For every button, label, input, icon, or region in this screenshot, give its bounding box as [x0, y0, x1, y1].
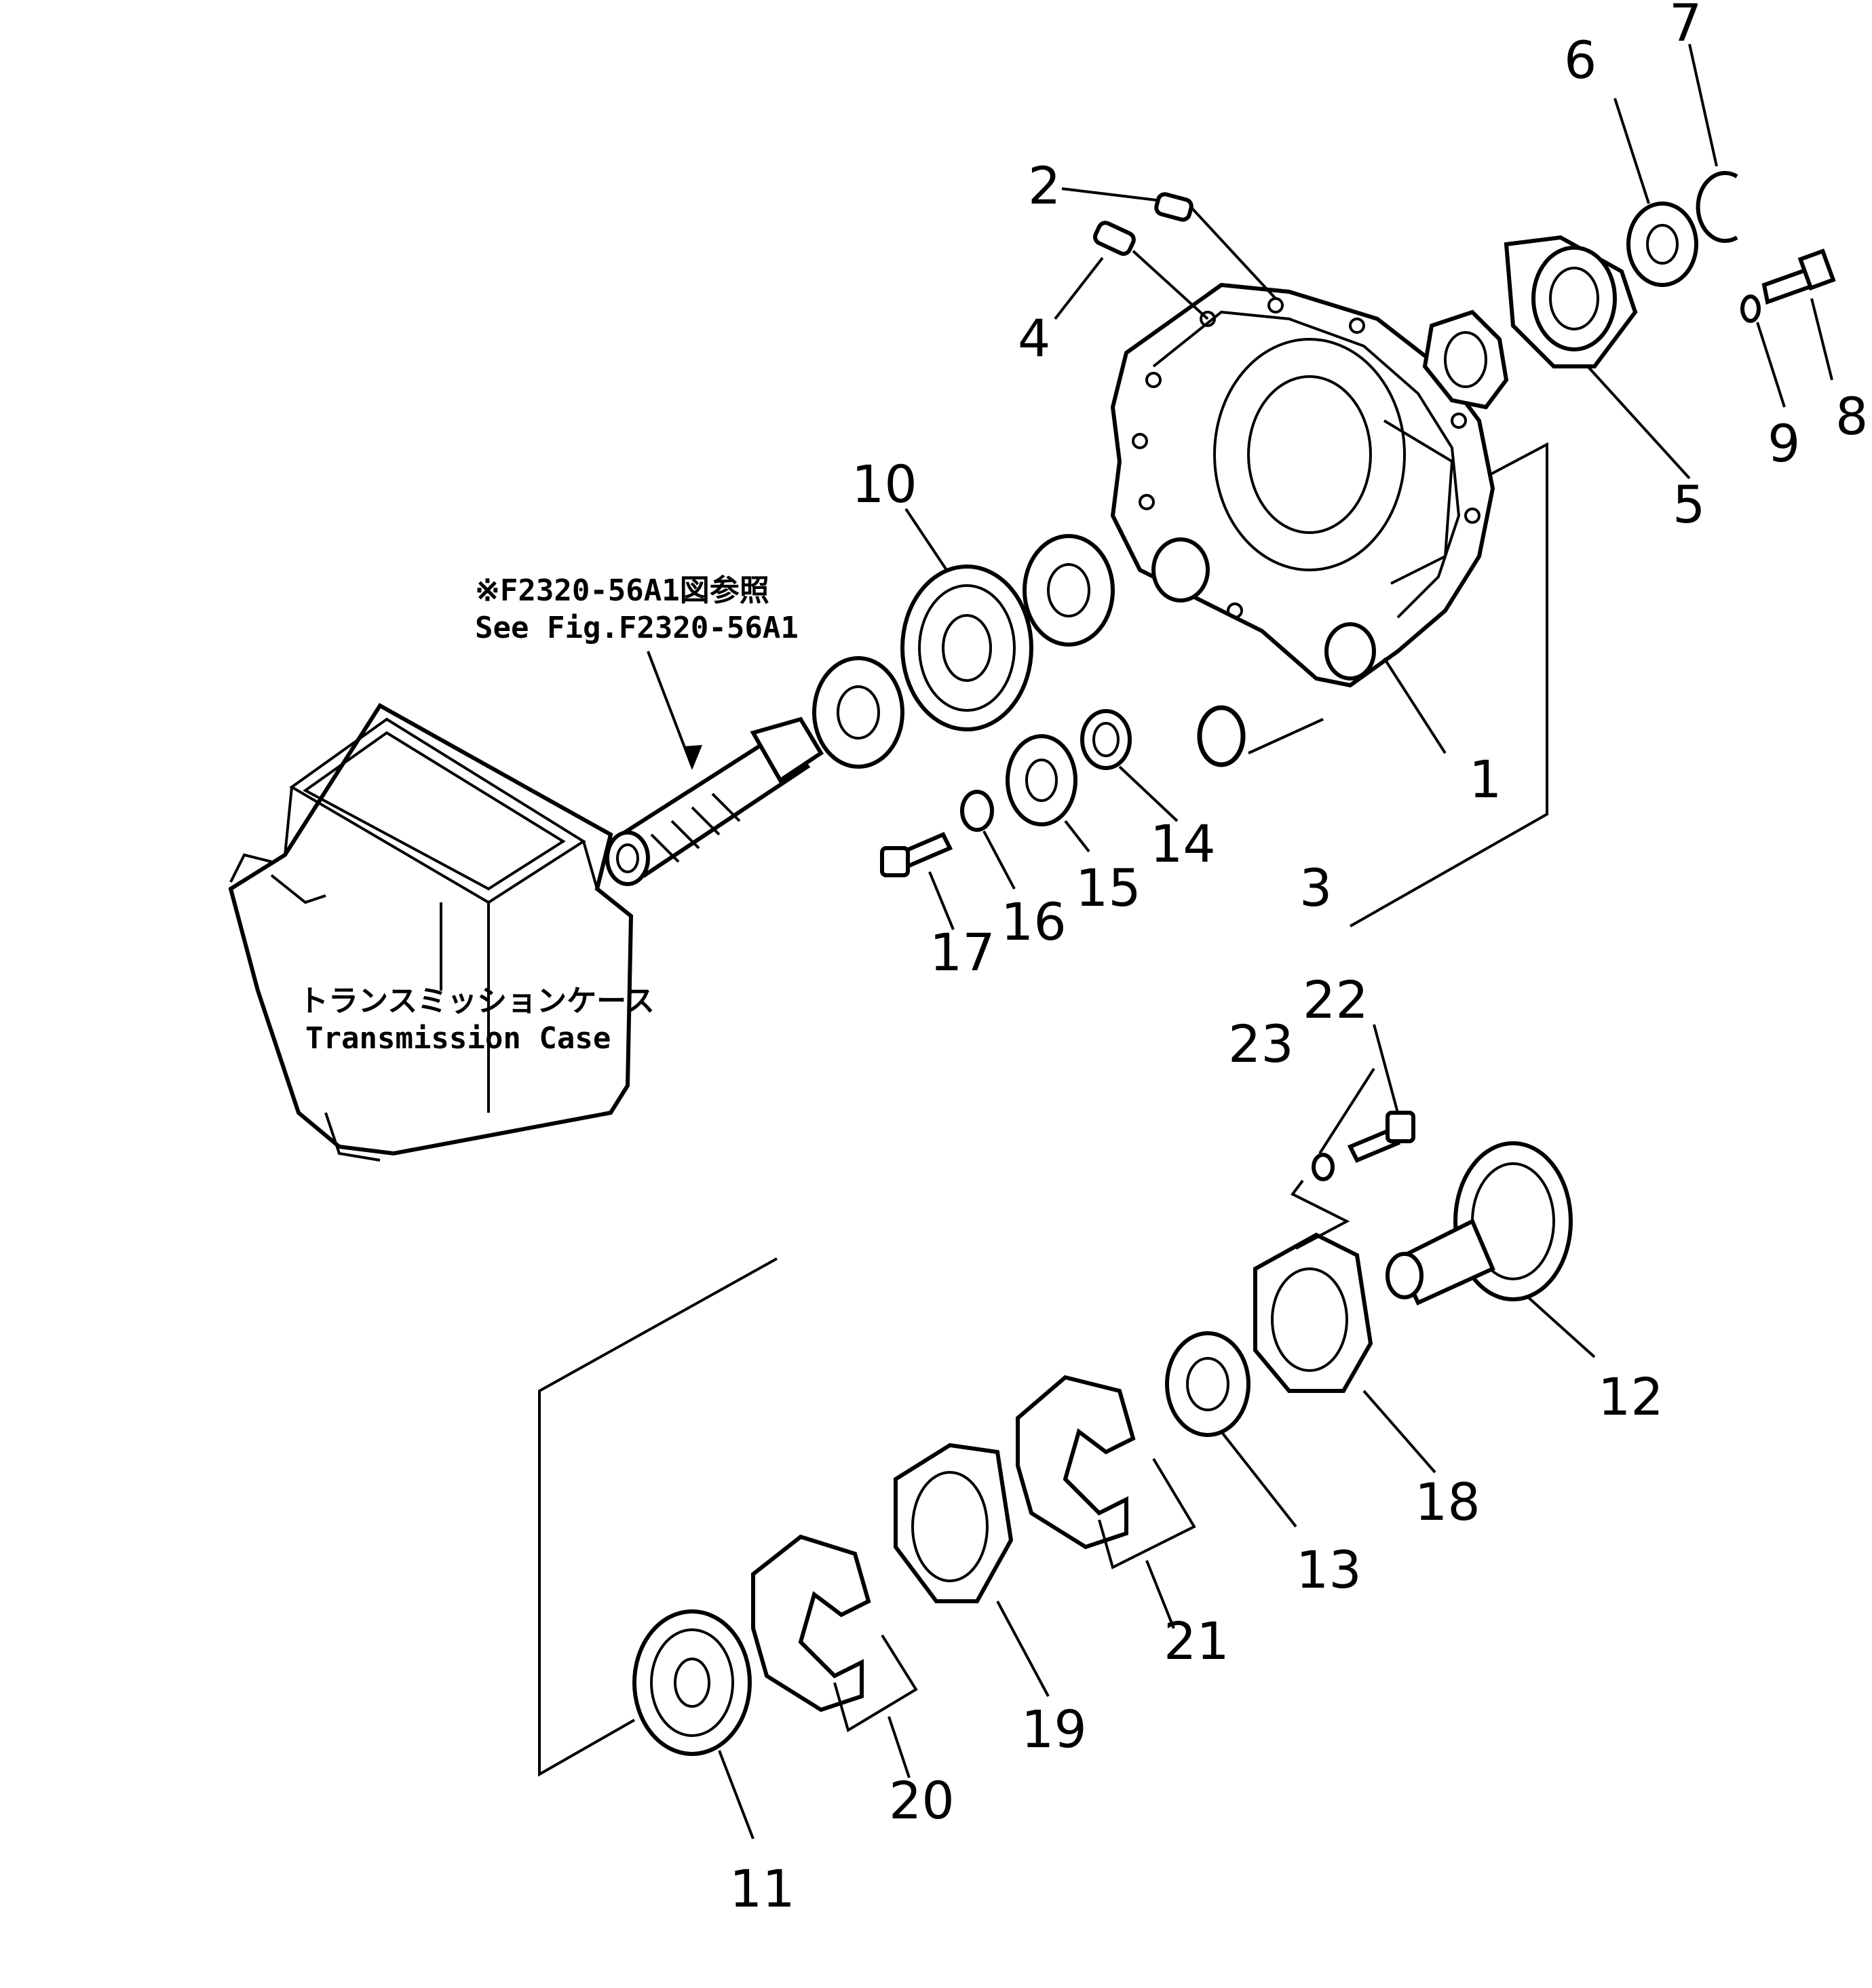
part-15-bearing [1006, 734, 1077, 826]
part-23-washer [1312, 1153, 1335, 1181]
part-11-gear [632, 1609, 752, 1756]
part-10-gear [900, 565, 1033, 731]
part-13-bearing [1165, 1331, 1250, 1437]
callout-16: 16 [1001, 892, 1067, 952]
callout-5: 5 [1673, 474, 1705, 535]
part-16-washer [960, 790, 994, 832]
callout-15: 15 [1075, 858, 1141, 918]
callout-4: 4 [1018, 308, 1050, 368]
transmission-case-label-en: Transmission Case [305, 1021, 611, 1056]
part-8-bolt [1761, 248, 1836, 305]
callout-19: 19 [1021, 1699, 1087, 1759]
callout-2: 2 [1028, 155, 1061, 216]
see-fig-note-en: See Fig.F2320-56A1 [475, 611, 799, 645]
callout-9: 9 [1768, 413, 1800, 474]
callout-14: 14 [1150, 814, 1216, 874]
part-4-plug [1093, 221, 1136, 256]
bearing-left [812, 656, 904, 769]
cover-gasket [1422, 309, 1509, 410]
callout-1: 1 [1469, 749, 1502, 809]
callout-7: 7 [1669, 0, 1702, 53]
callout-18: 18 [1415, 1472, 1481, 1532]
part-2-plug [1154, 192, 1193, 222]
part-7-snap-ring [1696, 171, 1738, 243]
part-5-cover [1504, 235, 1638, 368]
leader-lines [718, 43, 1833, 1839]
callout-20: 20 [889, 1770, 955, 1831]
callout-13: 13 [1296, 1540, 1362, 1600]
part-21-shim [1016, 1375, 1136, 1550]
part-1-housing [1110, 282, 1495, 688]
callout-17: 17 [930, 922, 995, 982]
part-17-bolt [880, 832, 953, 877]
part-19-cage [894, 1442, 1014, 1603]
callout-6: 6 [1564, 30, 1597, 90]
callout-12: 12 [1598, 1366, 1664, 1427]
bearing-upper [1023, 534, 1115, 647]
part-6-bearing [1626, 202, 1698, 287]
callout-22: 22 [1303, 970, 1369, 1030]
lower-assembly-bracket [538, 1257, 778, 1777]
part-22-bolt [1347, 1111, 1415, 1163]
transmission-case [228, 702, 634, 1162]
input-shaft [605, 716, 824, 886]
part-18-cage [1253, 1232, 1373, 1393]
shim-20-bracket [833, 1634, 918, 1733]
callout-23: 23 [1228, 1014, 1294, 1074]
see-fig-note-jp: ※F2320-56A1図参照 [475, 573, 769, 608]
callout-21: 21 [1164, 1611, 1229, 1671]
part-14-seal [1080, 709, 1132, 770]
shim-21-bracket [1098, 1457, 1196, 1569]
part-12-pinion [1386, 1141, 1573, 1305]
callout-11: 11 [729, 1858, 795, 1919]
callout-10: 10 [852, 454, 917, 514]
part-9-washer [1740, 294, 1761, 323]
bolt-group-bracket [1290, 1179, 1350, 1250]
callout-8: 8 [1835, 386, 1868, 446]
upper-assembly-bracket [1350, 442, 1548, 928]
callout-3: 3 [1299, 858, 1332, 918]
arrow-head [684, 745, 702, 770]
part-20-shim [751, 1534, 871, 1713]
transmission-case-label-jp: トランスミッションケース [299, 984, 655, 1018]
part-3-o-ring [1197, 705, 1246, 767]
